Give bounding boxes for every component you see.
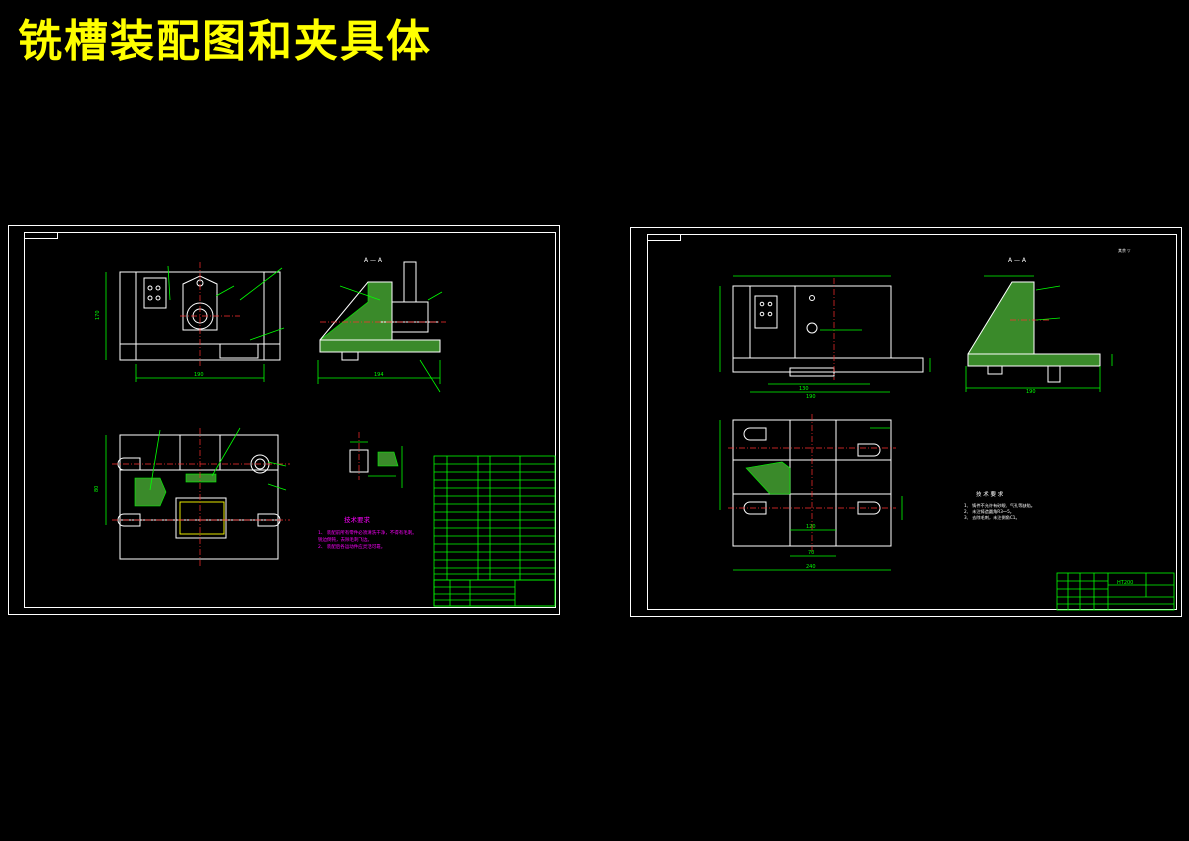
- assembly-tech-req-line-1: 1、 装配前所有零件必须清洗干净，不得有毛刺。: [318, 529, 417, 536]
- assembly-parts-list: [433, 455, 556, 607]
- assembly-tech-req-title: 技术要求: [344, 515, 371, 524]
- assembly-tech-requirements: 技术要求 1、 装配前所有零件必须清洗干净，不得有毛刺。 锐边倒钝，去除毛刺飞边…: [318, 515, 417, 550]
- body-sheet-inner-border: [647, 234, 1177, 610]
- assembly-tech-req-line-3: 2、 装配后各运动件应灵活可靠。: [318, 543, 385, 550]
- assembly-tech-req-line-2: 锐边倒钝，去除毛刺飞边。: [318, 536, 372, 543]
- body-section-label: A — A: [1008, 257, 1027, 264]
- dim-front-width: 190: [194, 372, 204, 378]
- assembly-title-block: [433, 579, 556, 607]
- assembly-front-view: [105, 262, 285, 382]
- body-title-block: [1056, 572, 1175, 611]
- dim-body-center-width: 70: [808, 550, 814, 556]
- dim-body-front-inner: 130: [799, 386, 809, 392]
- dim-section-width: 194: [374, 372, 384, 378]
- assembly-section-label: A — A: [364, 257, 383, 264]
- body-section-view: [965, 275, 1113, 392]
- body-tech-requirements: 技 术 要 求 1、 铸件不允许有砂眼、气孔等缺陷。 2、 未注铸造圆角R3～5…: [964, 490, 1035, 521]
- drawing-title: 铣槽装配图和夹具体: [18, 16, 432, 67]
- body-roughness-note: 其余 ▽: [1118, 247, 1131, 253]
- body-tech-req-line-2: 2、 未注铸造圆角R3～5。: [964, 508, 1014, 515]
- body-material: HT200: [1117, 580, 1133, 586]
- assembly-sheet-corner-tag: [24, 232, 58, 239]
- body-tech-req-title: 技 术 要 求: [976, 490, 1004, 498]
- assembly-sheet[interactable]: 190 170 A — A 194: [8, 225, 560, 615]
- body-top-view: [719, 414, 903, 571]
- dim-body-section-width: 190: [1026, 389, 1036, 395]
- body-sheet[interactable]: 130 190 A — A 其余 ▽: [630, 227, 1182, 617]
- assembly-top-view: [105, 427, 290, 566]
- dim-body-slot-width: 120: [806, 524, 816, 530]
- dim-front-height: 170: [95, 310, 101, 320]
- body-tech-req-line-1: 1、 铸件不允许有砂眼、气孔等缺陷。: [964, 502, 1035, 509]
- dim-top-height: 80: [94, 486, 100, 492]
- body-sheet-outer-border: [630, 227, 1182, 617]
- dim-body-front-width: 190: [806, 394, 816, 400]
- body-tech-req-line-3: 3、 去除毛刺，未注倒角C1。: [964, 514, 1020, 521]
- dim-body-top-width: 240: [806, 564, 816, 570]
- assembly-detail-view: [349, 432, 403, 488]
- assembly-section-view: [317, 261, 446, 393]
- body-sheet-corner-tag: [647, 234, 681, 241]
- assembly-sheet-outer-border: [8, 225, 560, 615]
- body-front-view: [719, 275, 931, 393]
- assembly-sheet-inner-border: [24, 232, 556, 608]
